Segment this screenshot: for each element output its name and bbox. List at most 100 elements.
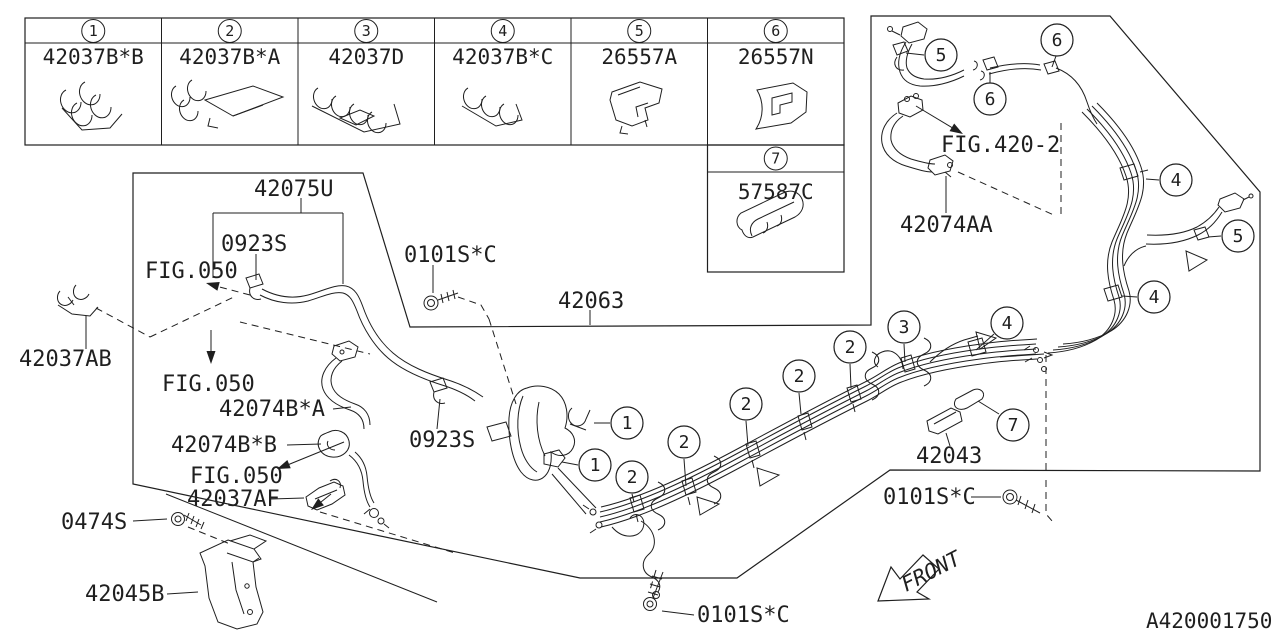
part-label-0474S: 0474S	[61, 510, 127, 535]
bolt-0101SC-right	[1002, 489, 1041, 514]
part-label-0923S-b: 0923S	[409, 428, 475, 453]
callout-1: 1	[610, 406, 644, 440]
leader-line	[436, 398, 441, 430]
table-part-number: 26557A	[601, 45, 677, 69]
dashed-line	[211, 284, 251, 296]
part-label-fig050-c: FIG.050	[190, 464, 283, 489]
arrowheads	[206, 123, 963, 510]
part-glyph	[90, 94, 112, 119]
callout-number: 5	[936, 45, 947, 66]
callout-5: 5	[1221, 219, 1255, 253]
part-label-0101SC-b: 0101S*C	[697, 603, 790, 628]
part-label-42074AA: 42074AA	[900, 213, 993, 238]
callout-number: 2	[627, 467, 638, 488]
part-glyph	[232, 104, 264, 117]
callout-2: 2	[615, 460, 649, 494]
part-glyph	[771, 92, 793, 116]
dashed-line	[149, 295, 237, 338]
part-glyph	[79, 81, 101, 106]
leader-line	[849, 363, 852, 389]
diagram-border	[132, 15, 1261, 603]
callout-2: 2	[729, 387, 763, 421]
callout-number: 4	[1002, 313, 1013, 334]
arrowhead-icon	[949, 123, 963, 134]
table-part-number: 26557N	[738, 45, 814, 69]
callout-7: 7	[996, 408, 1030, 442]
table-cell-number: 3	[362, 22, 371, 40]
table-cell-6: 6 26557N	[738, 19, 814, 130]
part-glyph	[171, 85, 191, 108]
leader-line	[1121, 295, 1138, 298]
part-glyph	[776, 214, 783, 227]
part-glyph	[313, 87, 333, 110]
table-cell-number: 4	[498, 22, 507, 40]
leader-line	[661, 610, 695, 616]
callout-2: 2	[667, 425, 701, 459]
leader-line	[166, 591, 199, 595]
dashed-line	[95, 307, 151, 338]
dashed-line	[239, 321, 371, 355]
table-cell-number: 6	[771, 22, 780, 40]
leader-line	[903, 343, 906, 363]
front-label: FRONT	[897, 546, 965, 597]
part-label-0101SC-a: 0101S*C	[404, 243, 497, 268]
bolt-0101SC-upper	[423, 289, 459, 311]
dashed-line	[649, 569, 657, 591]
part-glyph	[461, 103, 523, 127]
arrowhead-icon	[206, 351, 216, 364]
part-glyph	[762, 221, 769, 234]
part-glyph	[61, 107, 123, 131]
part-glyph	[179, 99, 199, 122]
part-glyph	[749, 201, 795, 237]
dashed-line	[957, 171, 1057, 217]
leader-line	[745, 420, 749, 447]
table-cell-2: 2 42037B*A	[171, 19, 285, 129]
callout-number: 3	[899, 317, 910, 338]
leader-line	[284, 441, 345, 467]
part-label-fig050-b: FIG.050	[162, 372, 255, 397]
bolt-0101SC-bottom	[643, 571, 664, 611]
hose-42075U	[245, 273, 484, 404]
callout-3: 3	[887, 310, 921, 344]
hose-42074AA	[881, 93, 954, 178]
table-cell-number: 2	[225, 22, 234, 40]
part-glyph	[617, 86, 641, 96]
part-glyph	[338, 109, 376, 126]
part-label-fig050-a: FIG.050	[145, 259, 238, 284]
arrowhead-icon	[206, 282, 220, 291]
part-label-fig420-2: FIG.420-2	[941, 133, 1060, 158]
part-glyph	[187, 79, 207, 102]
callout-number: 6	[1052, 30, 1063, 51]
callout-5: 5	[924, 38, 958, 72]
leader-line	[1145, 178, 1160, 181]
part-glyph	[736, 190, 804, 239]
bracket-42045B	[199, 534, 268, 630]
table-part-number: 42037B*A	[179, 45, 281, 69]
callout-number: 2	[679, 432, 690, 453]
part-label-42075U: 42075U	[254, 177, 333, 202]
leader-line	[561, 461, 579, 466]
callout-number: 5	[1233, 226, 1244, 247]
document-number: A420001750	[1146, 609, 1272, 633]
leader-line	[798, 392, 802, 415]
callout-4: 4	[990, 306, 1024, 340]
clip-42037AF	[305, 478, 346, 511]
callout-4: 4	[1159, 163, 1193, 197]
part-glyph	[609, 81, 663, 127]
front-arrow-icon	[877, 554, 940, 602]
parts-legend-table: 142037B*B242037B*A342037D442037B*C526557…	[24, 17, 845, 273]
part-glyph	[60, 89, 82, 114]
arrowhead-icon	[311, 498, 324, 510]
part-glyph	[481, 95, 501, 118]
part-label-0101SC-c: 0101S*C	[883, 485, 976, 510]
callout-4: 4	[1137, 280, 1171, 314]
part-glyph	[311, 103, 401, 133]
callout-6: 6	[973, 82, 1007, 116]
dashed-line	[457, 296, 490, 320]
hose-42074BB	[317, 429, 390, 529]
leader-line	[905, 52, 925, 56]
